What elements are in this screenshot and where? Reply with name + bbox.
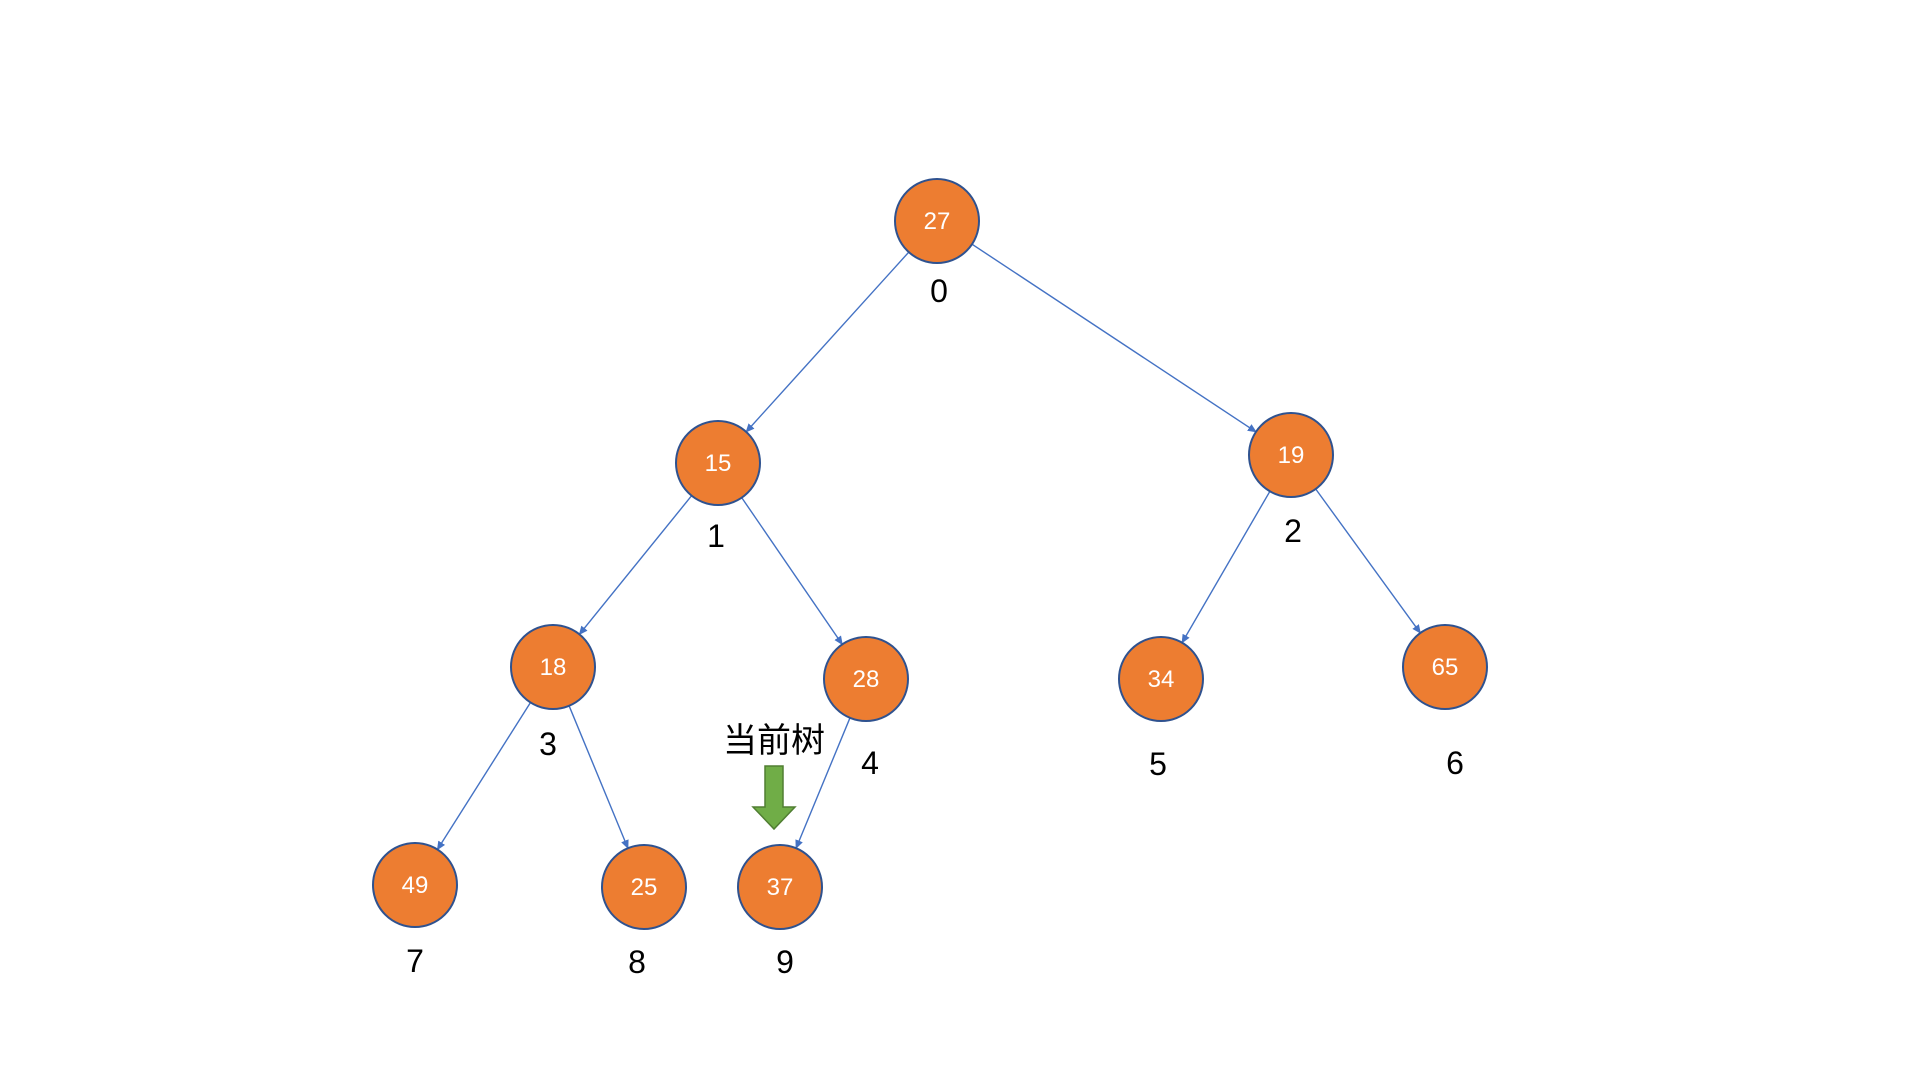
- node-value: 27: [924, 208, 951, 235]
- node-index-label: 4: [861, 745, 879, 781]
- node-value: 25: [631, 874, 658, 901]
- node-circle: [1402, 624, 1488, 710]
- node-circle: [1118, 636, 1204, 722]
- node-index-label: 0: [930, 273, 948, 309]
- node-value: 18: [540, 654, 567, 681]
- tree-node-7: 49 7: [372, 842, 458, 979]
- tree-node-0: 27 0: [894, 178, 980, 309]
- current-tree-annotation: 当前树: [723, 721, 825, 831]
- edge-2-to-5: [1180, 490, 1271, 644]
- edge-3-to-7: [436, 702, 532, 851]
- edge-2-to-6: [1315, 488, 1422, 635]
- node-circle: [675, 420, 761, 506]
- edge-1-to-4: [741, 497, 844, 646]
- node-index-label: 7: [406, 943, 424, 979]
- node-value: 37: [767, 874, 794, 901]
- node-index-label: 9: [776, 944, 794, 980]
- tree-node-8: 25 8: [601, 844, 687, 980]
- node-circle: [1248, 412, 1334, 498]
- node-circle: [894, 178, 980, 264]
- edge-3-to-8: [568, 705, 629, 850]
- node-value: 28: [853, 666, 880, 693]
- tree-node-2: 19 2: [1248, 412, 1334, 549]
- node-index-label: 2: [1284, 513, 1302, 549]
- edge-0-to-1: [744, 251, 910, 434]
- tree-node-9: 37 9: [737, 844, 823, 980]
- current-tree-label: 当前树: [723, 721, 825, 761]
- node-value: 15: [705, 450, 732, 477]
- tree-node-3: 18 3: [510, 624, 596, 762]
- node-value: 19: [1278, 442, 1305, 469]
- node-value: 65: [1432, 654, 1459, 681]
- node-index-label: 6: [1446, 745, 1464, 781]
- node-value: 34: [1148, 666, 1175, 693]
- node-circle: [823, 636, 909, 722]
- tree-edges: [436, 243, 1422, 851]
- tree-node-1: 15 1: [675, 420, 761, 554]
- down-arrow-icon: [751, 765, 797, 831]
- edge-1-to-3: [578, 495, 693, 636]
- node-index-label: 1: [707, 518, 725, 554]
- node-index-label: 5: [1149, 746, 1167, 782]
- node-index-label: 8: [628, 944, 646, 980]
- tree-nodes: 27 0 15 1 19 2 18 3 28 4 34 5 65 6 49 7 25 8 37 9: [372, 178, 1488, 980]
- node-circle: [510, 624, 596, 710]
- node-value: 49: [402, 872, 429, 899]
- node-circle: [737, 844, 823, 930]
- tree-node-4: 28 4: [823, 636, 909, 781]
- node-index-label: 3: [539, 726, 557, 762]
- edge-4-to-9: [795, 717, 851, 850]
- edge-0-to-2: [971, 243, 1258, 433]
- node-circle: [601, 844, 687, 930]
- tree-node-6: 65 6: [1402, 624, 1488, 781]
- node-circle: [372, 842, 458, 928]
- tree-node-5: 34 5: [1118, 636, 1204, 782]
